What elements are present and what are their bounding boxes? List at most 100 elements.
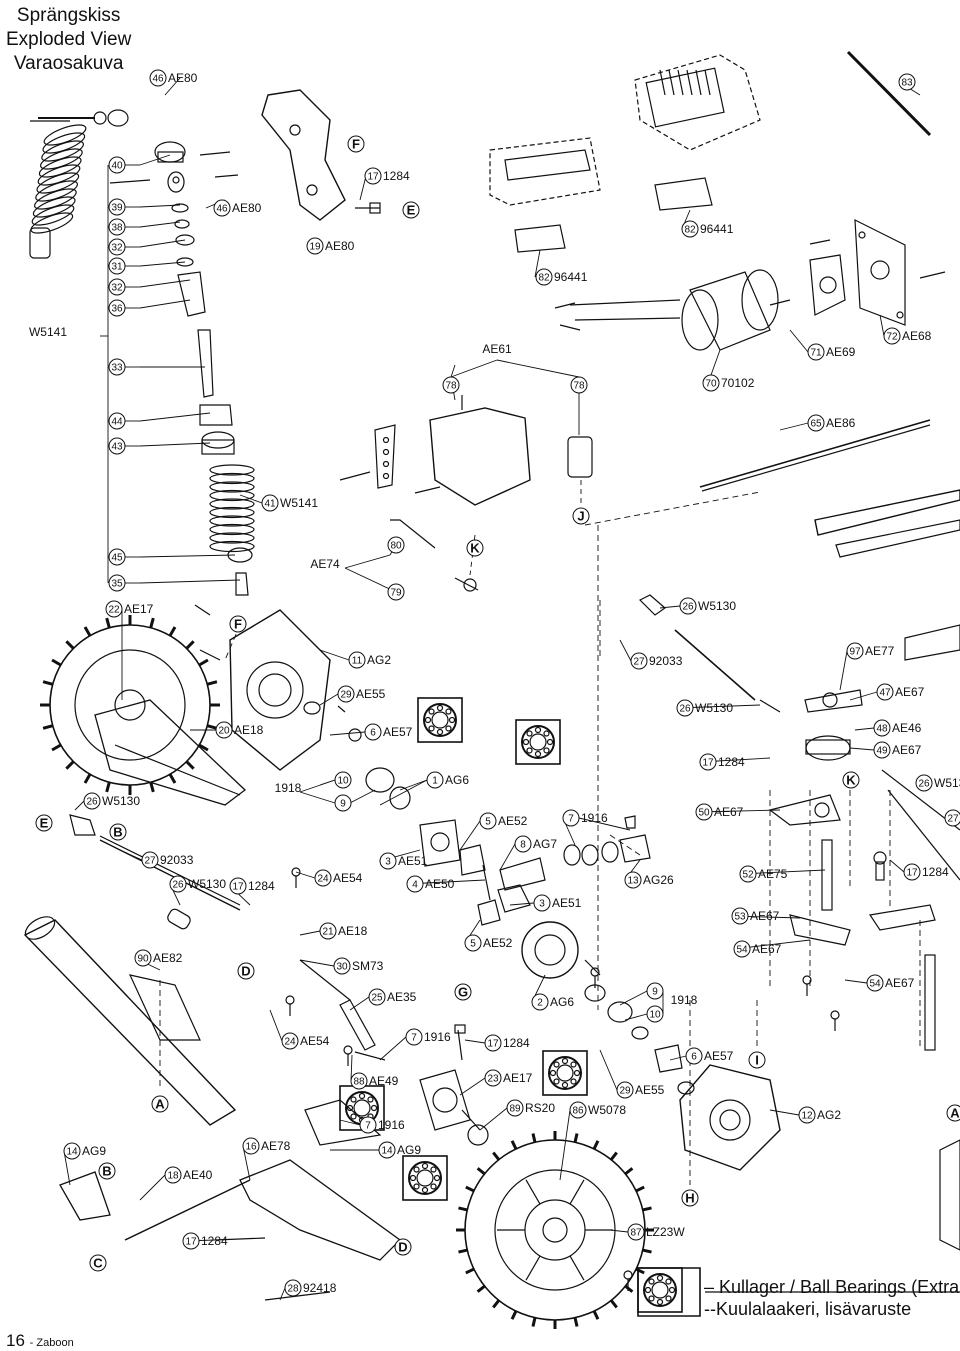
- callout-circle: [731, 907, 749, 925]
- part-code: W5130: [188, 877, 226, 891]
- callout-number: 24: [284, 1037, 296, 1048]
- letter-text: G: [458, 985, 468, 1000]
- title-swedish: Sprängskiss: [16, 5, 121, 26]
- callout-17: 17 1284: [229, 877, 275, 895]
- part-code: 1284: [922, 865, 949, 879]
- bearing-legend: – Kullager / Ball Bearings (Extra til --…: [704, 1276, 960, 1320]
- callout-number: 44: [111, 417, 123, 428]
- callout-circle: [535, 268, 553, 286]
- part-code: AE67: [892, 743, 922, 757]
- letter-text: A: [950, 1106, 960, 1121]
- part-code: AG7: [533, 837, 557, 851]
- callout-circle: [733, 940, 751, 958]
- part-code: AG6: [445, 773, 469, 787]
- callout-circle: [169, 875, 187, 893]
- letter-text: D: [398, 1240, 407, 1255]
- part-code: AE50: [425, 877, 455, 891]
- callout-43: 43: [108, 437, 126, 455]
- part-code: AE77: [865, 644, 895, 658]
- callout-number: 35: [111, 579, 123, 590]
- letter-marker-G: G: [454, 983, 472, 1001]
- callout-number: 8: [520, 840, 526, 851]
- callout-circle: [108, 548, 126, 566]
- callout-circle: [108, 437, 126, 455]
- callout-number: 45: [111, 553, 123, 564]
- callout-circle: [506, 1099, 524, 1117]
- callout-80: 80: [387, 536, 405, 554]
- letter-marker-J: J: [572, 507, 590, 525]
- part-code: AG6: [550, 995, 574, 1009]
- part-code: 70102: [721, 376, 755, 390]
- legend-line-2: --Kuulalaakeri, lisävaruste: [704, 1299, 912, 1319]
- callout-circle: [319, 922, 337, 940]
- callout-circle: [484, 1069, 502, 1087]
- letter-text: K: [470, 541, 480, 556]
- plain-label: AE74: [310, 557, 340, 571]
- part-code: LZ23W: [646, 1225, 685, 1239]
- callout-circle: [306, 237, 324, 255]
- callout-79: 79: [387, 583, 405, 601]
- letter-marker-C: C: [89, 1254, 107, 1272]
- callout-circle: [627, 1223, 645, 1241]
- callout-44: 44: [108, 412, 126, 430]
- callout-number: 27: [144, 856, 156, 867]
- callout-circle: [630, 652, 648, 670]
- callout-10: 10: [646, 1005, 664, 1023]
- callout-circle: [242, 1137, 260, 1155]
- letter-marker-K: K: [842, 771, 860, 789]
- callout-number: 17: [367, 172, 379, 183]
- callout-number: 17: [906, 868, 918, 879]
- callout-10: 10: [334, 771, 352, 789]
- callout-number: 82: [684, 225, 696, 236]
- part-code: 1284: [718, 755, 745, 769]
- callout-33: 33: [108, 358, 126, 376]
- callout-circle: [646, 982, 664, 1000]
- part-code: 1284: [248, 879, 275, 893]
- callout-number: 78: [573, 381, 585, 392]
- callout-number: 14: [381, 1146, 393, 1157]
- callout-circle: [281, 1032, 299, 1050]
- callout-circle: [807, 414, 825, 432]
- callout-number: 10: [649, 1010, 661, 1021]
- callout-number: 89: [509, 1104, 521, 1115]
- callout-circle: [866, 974, 884, 992]
- callout-circle: [533, 894, 551, 912]
- callout-number: 17: [232, 882, 244, 893]
- letter-text: E: [407, 203, 416, 218]
- callout-number: 26: [172, 880, 184, 891]
- part-code: AE54: [333, 871, 363, 885]
- callout-number: 43: [111, 442, 123, 453]
- callout-circle: [739, 865, 757, 883]
- callout-number: 79: [390, 588, 402, 599]
- part-code: AE57: [383, 725, 413, 739]
- letter-text: B: [113, 825, 122, 840]
- callout-circle: [873, 719, 891, 737]
- part-code: W5130: [695, 701, 733, 715]
- letter-marker-E: E: [35, 814, 53, 832]
- callout-circle: [213, 199, 231, 217]
- callout-circle: [229, 877, 247, 895]
- callout-circle: [570, 376, 588, 394]
- letter-marker-H: H: [681, 1189, 699, 1207]
- letter-marker-I: I: [748, 1051, 766, 1069]
- callout-number: 33: [111, 363, 123, 374]
- callout-circle: [676, 699, 694, 717]
- callout-circle: [334, 771, 352, 789]
